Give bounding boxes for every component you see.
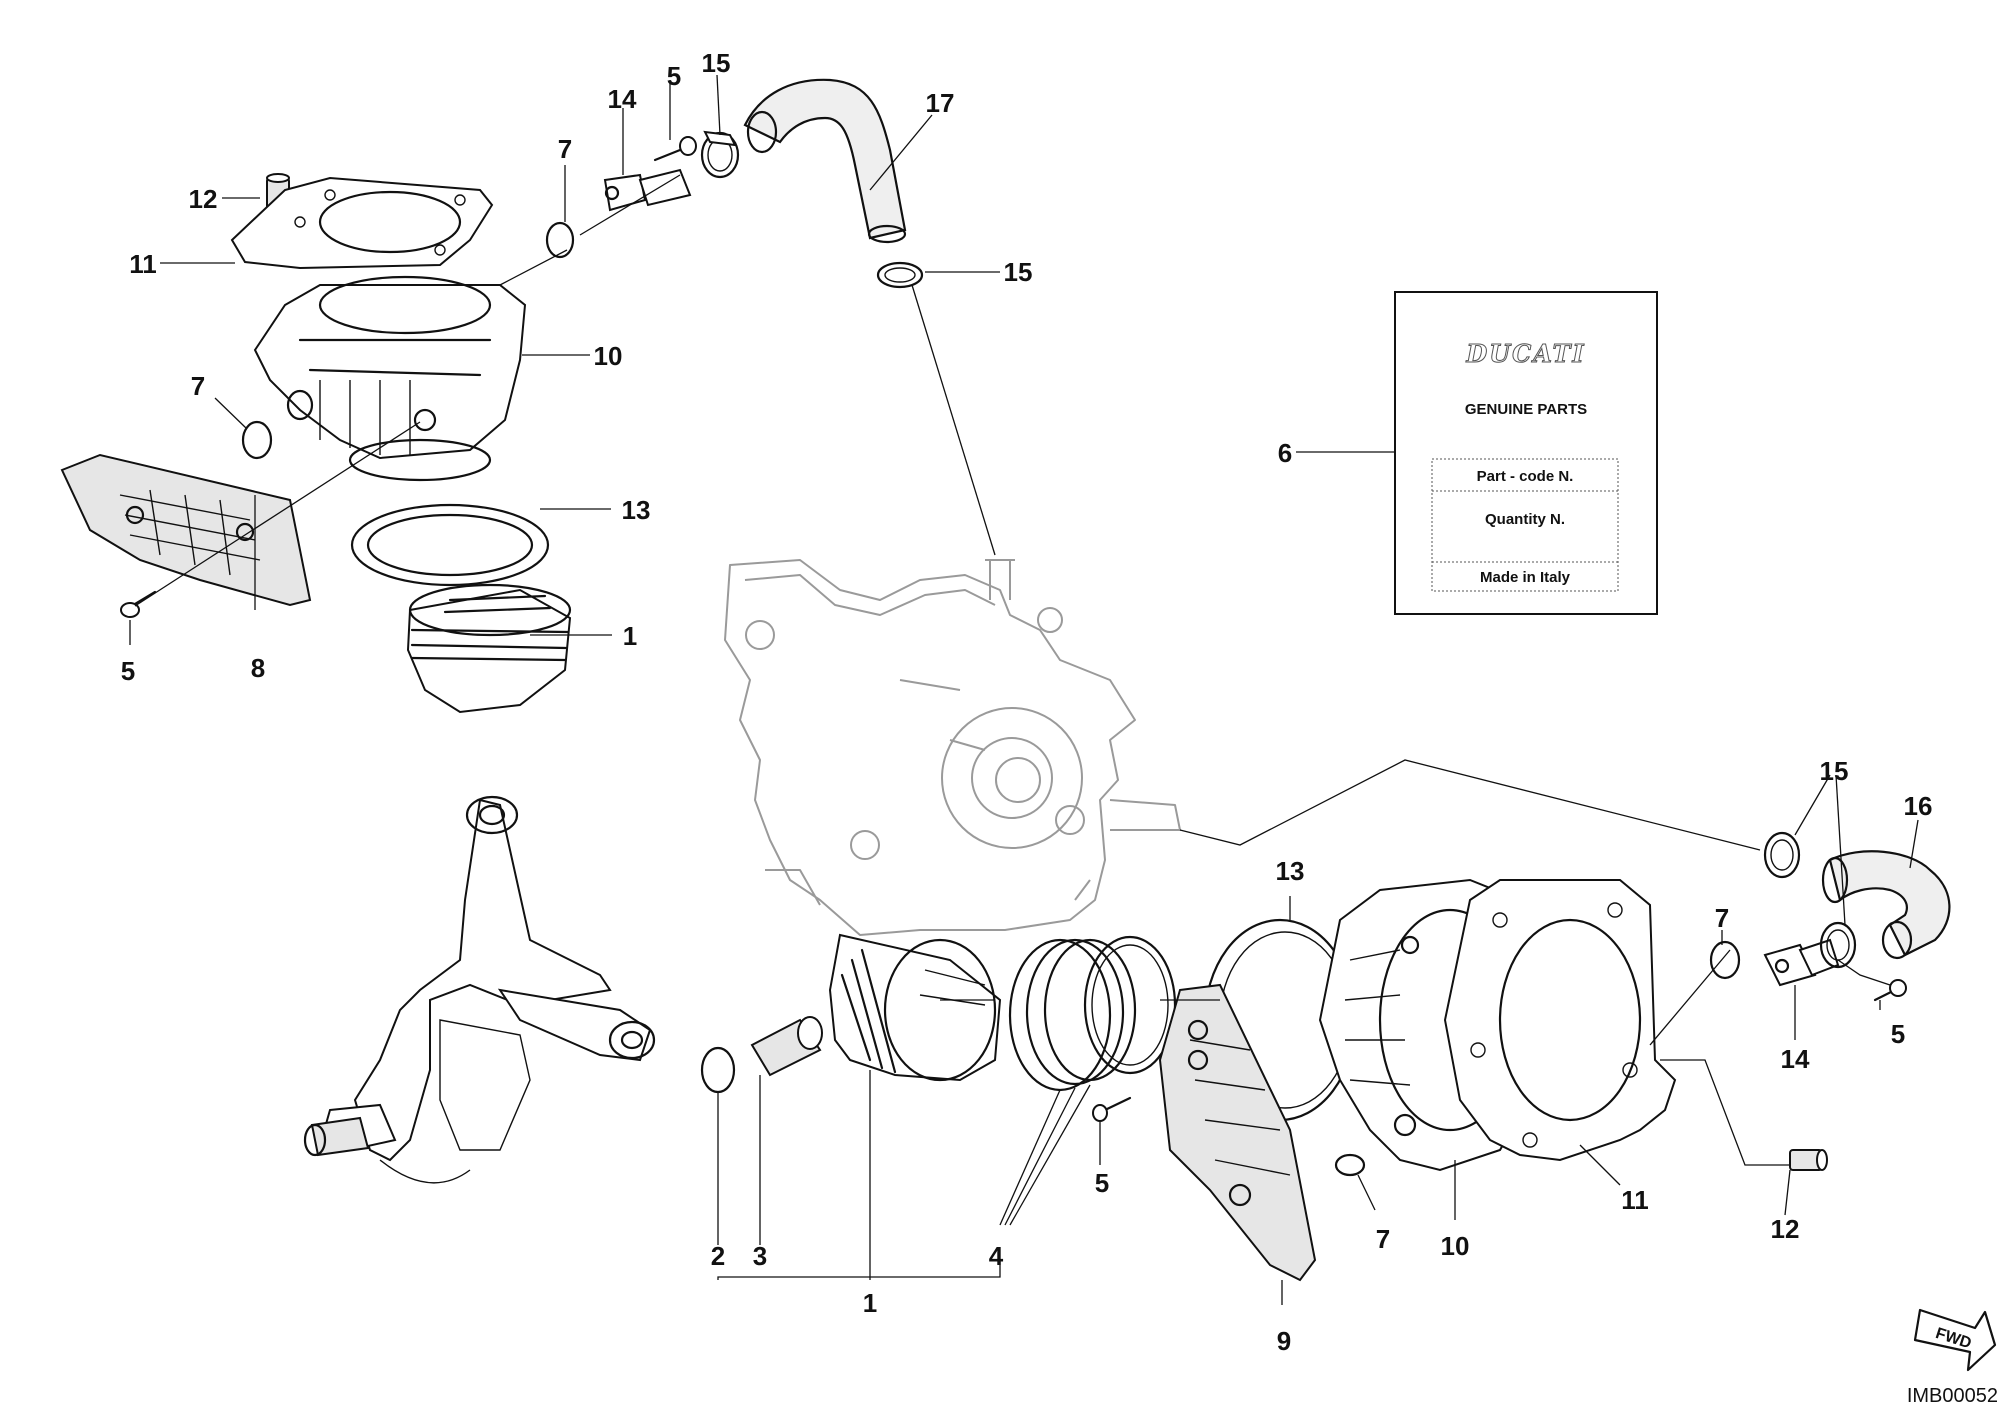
label-screw-top-a: 5 [121,656,135,686]
base-gasket-top [350,503,550,587]
oring-top-b [545,221,575,259]
label-dowel-bottom: 12 [1771,1214,1800,1244]
label-base-gasket-bottom: 13 [1276,856,1305,886]
label-clamp-bottom: 15 [1820,756,1849,786]
label-dowel-top: 12 [189,184,218,214]
label-clamp-top-b: 15 [1004,257,1033,287]
label-clamp-top-a: 15 [702,48,731,78]
leader-lines [129,74,1919,1305]
genuine-parts-box: DUCATI GENUINE PARTS Part - code N. Quan… [1394,291,1658,615]
hose-clamp-top-a [700,130,740,179]
label-screw-top-b: 5 [667,61,681,91]
crankcase-ghost [724,559,1181,936]
label-union-bottom: 14 [1781,1044,1810,1074]
label-oring-top-b: 7 [558,134,572,164]
label-cylinder-top: 10 [594,341,623,371]
label-oring-bottom-b: 7 [1715,903,1729,933]
quantity-row: Quantity N. [1485,511,1565,528]
side-cover-bottom [1158,983,1317,1282]
hose-clamp-bottom-a [1763,831,1801,879]
piston-rings-bottom [1008,935,1177,1092]
water-union-bottom [1763,938,1840,987]
label-hose-bottom: 16 [1904,791,1933,821]
crankshaft-assembly [303,795,656,1184]
head-gasket-bottom [1443,879,1677,1162]
label-union-top: 14 [608,84,637,114]
callouts-bottom: 13 15 16 7 5 14 5 11 7 10 12 2 3 4 1 9 [711,756,1933,1356]
screw-top-a [120,590,157,618]
circlip-bottom [700,1046,736,1094]
side-cover-top [60,453,312,607]
gudgeon-pin-bottom [750,1016,823,1077]
oring-top-a [241,420,273,460]
label-cylinder-bottom: 10 [1441,1231,1470,1261]
cylinder-top [253,275,527,482]
label-base-gasket-top: 13 [622,495,651,525]
part-code-row: Part - code N. [1477,468,1574,485]
callouts-top: 14 5 15 17 7 12 11 15 10 7 13 1 5 8 6 [121,48,1292,686]
label-cover-bottom: 9 [1277,1326,1291,1356]
coolant-hose-bottom [1821,850,1951,960]
label-screw-bottom-b: 5 [1891,1019,1905,1049]
dowel-pin-bottom [1789,1149,1828,1171]
screw-bottom-b [1873,979,1907,1002]
ducati-logo: DUCATI [1465,339,1585,368]
piston-top [406,583,572,714]
fwd-arrow-icon: FWD [1913,1308,1997,1372]
label-head-gasket-bottom: 11 [1621,1185,1649,1215]
label-screw-bottom-a: 5 [1095,1168,1109,1198]
head-gasket-top [230,176,494,270]
label-pin: 3 [753,1241,767,1271]
made-in-italy-row: Made in Italy [1480,569,1571,586]
piston-bottom [828,933,1002,1082]
label-piston-bottom: 1 [863,1288,877,1318]
label-head-gasket-top: 11 [129,249,157,279]
label-circlip: 2 [711,1241,725,1271]
label-piston-top: 1 [623,621,637,651]
hose-clamp-top-b [876,261,924,289]
label-rings: 4 [989,1241,1004,1271]
coolant-hose-top [743,78,907,244]
label-kit: 6 [1278,438,1292,468]
label-hose-top: 17 [926,88,955,118]
genuine-parts-heading: GENUINE PARTS [1465,401,1587,418]
label-cover-top: 8 [251,653,265,683]
label-oring-top-a: 7 [191,371,205,401]
label-oring-bottom-a: 7 [1376,1224,1390,1254]
oring-bottom-b [1709,940,1741,980]
screw-bottom-a [1092,1096,1132,1122]
screw-top-b [653,136,697,162]
oring-bottom-a [1334,1153,1366,1177]
image-code: IMB00052 [1907,1385,1998,1407]
